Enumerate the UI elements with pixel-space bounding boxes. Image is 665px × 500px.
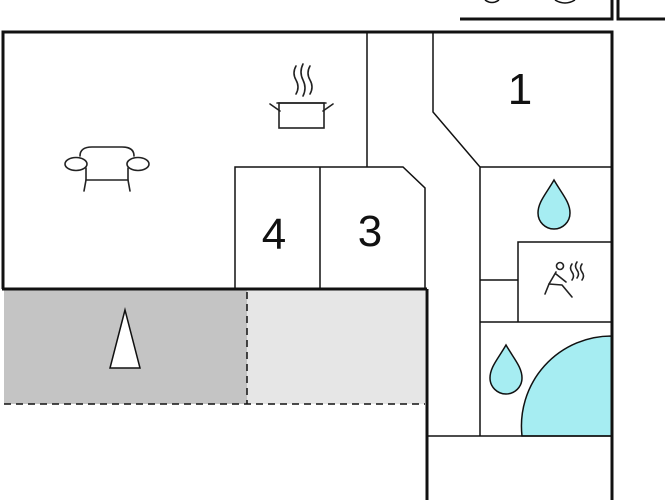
triangle-marker-icon — [109, 307, 141, 369]
sofa-icon — [64, 146, 150, 192]
water-drop-icon — [537, 178, 571, 230]
water-drop-icon — [489, 343, 523, 395]
room-4-number: 4 — [262, 210, 286, 259]
outer-walls — [1, 30, 614, 500]
pool-water — [520, 335, 613, 437]
room-1-number: 1 — [508, 65, 532, 114]
cooking-pot-icon — [269, 63, 334, 129]
terrace-open — [247, 289, 425, 404]
sauna-icon — [544, 261, 585, 298]
interior-walls — [234, 32, 612, 437]
upper-structure — [460, 0, 665, 21]
room-3-number: 3 — [358, 207, 382, 256]
